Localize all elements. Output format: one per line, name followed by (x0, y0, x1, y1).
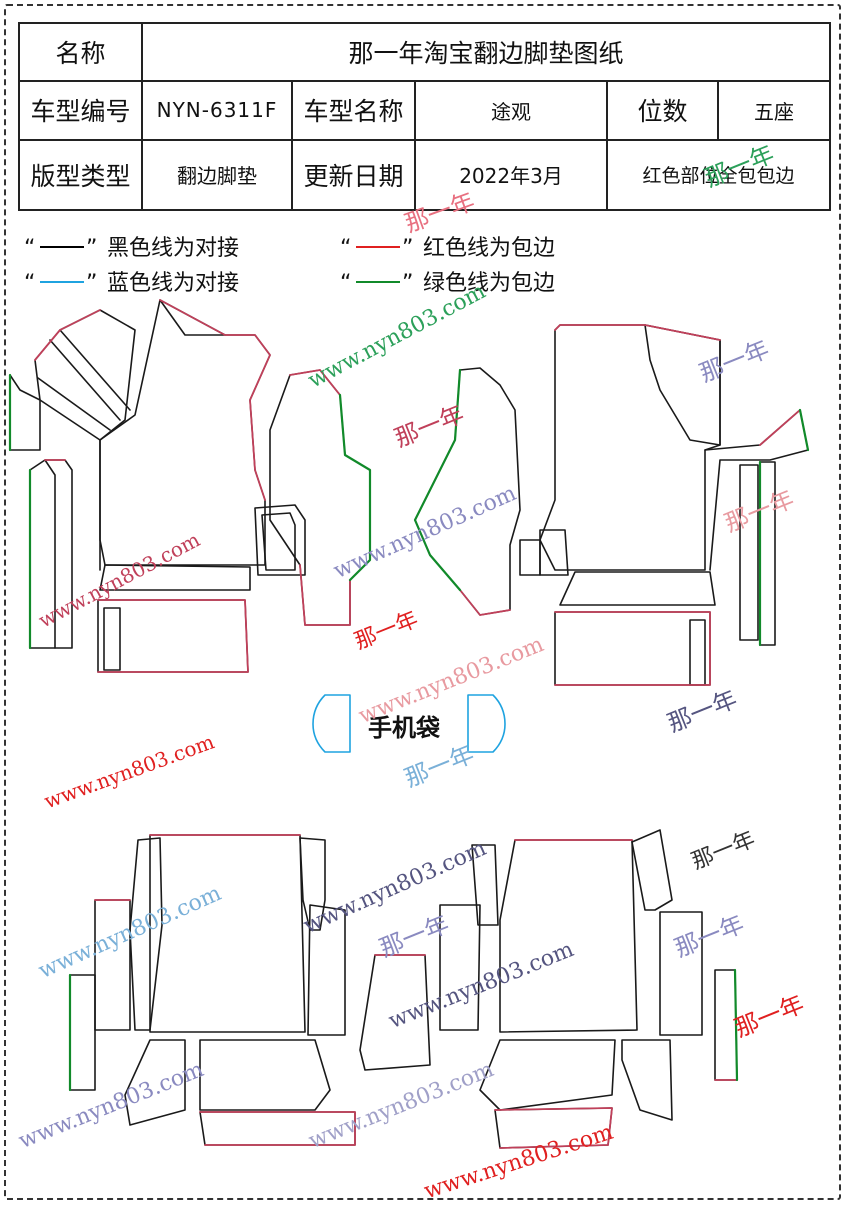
legend-text: 绿色线为包边 (423, 271, 556, 296)
seats-label: 位数 (606, 80, 719, 141)
model-no-value: NYN-6311F (141, 80, 293, 141)
model-name-label: 车型名称 (291, 80, 416, 141)
black-line-swatch (40, 246, 84, 248)
model-no-label: 车型编号 (18, 80, 143, 141)
legend-text: 蓝色线为对接 (107, 271, 240, 296)
page-border (4, 4, 841, 1200)
rear-middle-tunnel (359, 954, 431, 1071)
blue-line-swatch (40, 281, 84, 283)
update-label: 更新日期 (291, 138, 416, 212)
phone-pocket-label: 手机袋 (368, 714, 440, 742)
legend-text: 黑色线为对接 (107, 236, 240, 261)
red-edge-lines (34, 299, 801, 1149)
remark-value: 红色部位全包包边 (605, 138, 832, 212)
green-edge-lines (8, 368, 810, 1092)
legend-item-red: “” 红色线为包边 (340, 236, 556, 261)
legend-item-black: “” 黑色线为对接 (24, 236, 240, 261)
spec-table: 名称 那一年淘宝翻边脚垫图纸 车型编号 NYN-6311F 车型名称 途观 位数… (18, 21, 832, 212)
legend-text: 红色线为包边 (423, 236, 556, 261)
rear-right-mat (439, 829, 738, 1149)
legend-item-blue: “” 蓝色线为对接 (24, 271, 240, 296)
legend-item-green: “” 绿色线为包边 (340, 271, 556, 296)
name-value: 那一年淘宝翻边脚垫图纸 (140, 21, 832, 83)
green-line-swatch (356, 281, 400, 283)
update-value: 2022年3月 (414, 138, 608, 212)
phone-pockets (312, 694, 506, 753)
front-right-mat (414, 324, 809, 686)
rear-left-mat (69, 834, 356, 1146)
name-label: 名称 (18, 21, 143, 83)
front-left-mat (9, 299, 371, 673)
red-line-swatch (356, 246, 400, 248)
pattern-type-value: 翻边脚垫 (141, 138, 293, 212)
pattern-type-label: 版型类型 (18, 138, 143, 212)
seats-value: 五座 (716, 80, 832, 141)
model-name-value: 途观 (414, 80, 608, 141)
